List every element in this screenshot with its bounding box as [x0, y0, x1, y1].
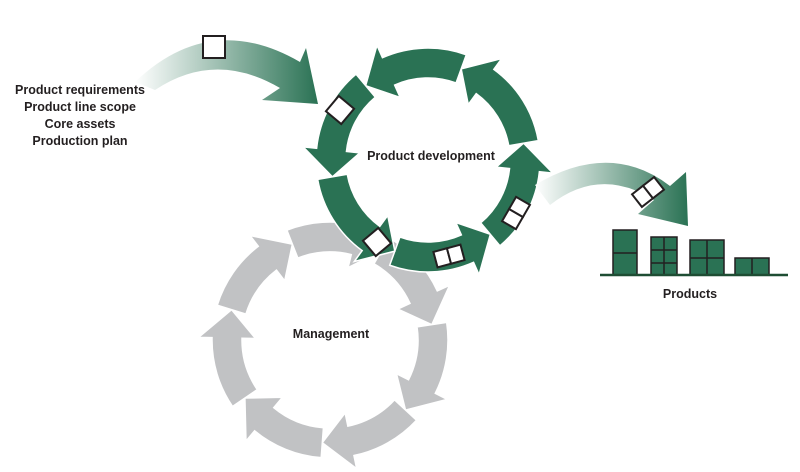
product-development-cycle — [301, 43, 555, 277]
product-box-icon — [432, 243, 466, 269]
input-line: Product line scope — [24, 100, 136, 114]
management-label: Management — [293, 327, 370, 341]
cycle-arrow — [364, 43, 468, 99]
cycle-arrow — [460, 57, 540, 147]
asset-box-icon — [324, 94, 356, 126]
cycle-arrow — [244, 396, 325, 459]
input-line: Core assets — [45, 117, 116, 131]
cycle-arrow — [321, 398, 418, 471]
input-arrow — [135, 40, 318, 104]
asset-box-icon — [361, 226, 393, 258]
products-group — [612, 229, 770, 276]
product-development-label: Product development — [367, 149, 496, 163]
cycle-arrow — [395, 321, 450, 411]
product-box-icon — [500, 195, 532, 231]
cycle-arrow — [216, 234, 294, 315]
output-arrow — [535, 162, 688, 226]
asset-box-icon — [202, 35, 226, 59]
input-line: Production plan — [32, 134, 127, 148]
products-label: Products — [663, 287, 717, 301]
product-box-icon — [630, 175, 666, 209]
input-line: Product requirements — [15, 83, 145, 97]
cycle-arrow — [196, 308, 259, 408]
